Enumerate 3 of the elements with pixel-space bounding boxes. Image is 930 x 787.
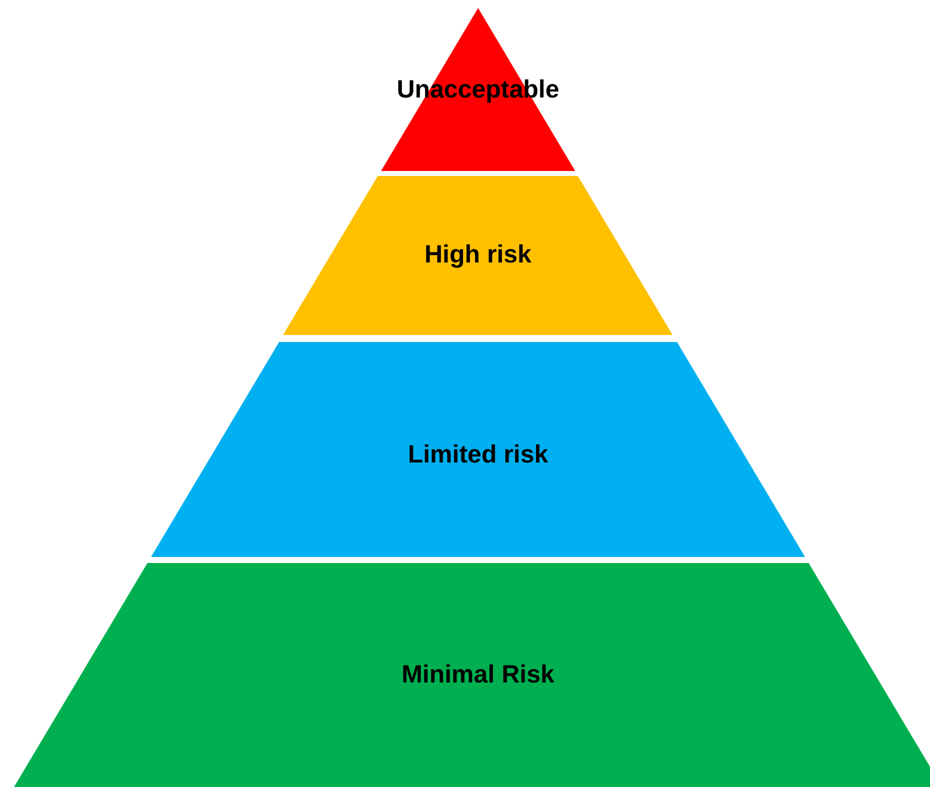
tier-label: Minimal Risk [402, 660, 554, 690]
tier-label: Limited risk [408, 440, 548, 470]
tier-label: High risk [424, 240, 532, 270]
